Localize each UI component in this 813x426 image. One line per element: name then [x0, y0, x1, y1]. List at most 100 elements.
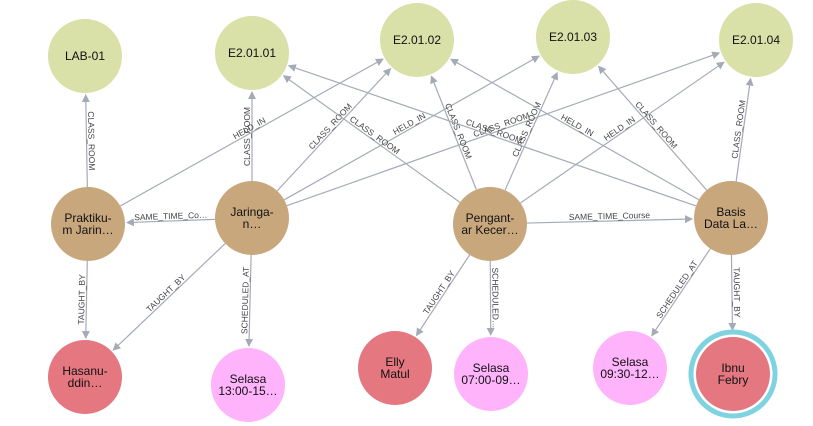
edge-label: CLASS_ROOM — [633, 99, 679, 150]
node-label: Ibnu — [721, 361, 744, 375]
node-label: Praktiku- — [64, 211, 111, 225]
edge-line[interactable] — [245, 254, 254, 348]
edge-pengantar-elly[interactable]: TAUGHT_BY — [415, 254, 471, 337]
edge-label: HELD_IN — [602, 114, 637, 143]
edge-line[interactable] — [520, 61, 725, 204]
edge-label: SCHEDULED_AT — [239, 267, 251, 335]
node-e20101[interactable]: E2.01.01 — [215, 16, 289, 90]
node-label: m Jarin… — [62, 223, 113, 237]
node-e20104[interactable]: E2.01.04 — [719, 3, 793, 77]
node-jaringan[interactable]: Jaringa-n… — [215, 181, 289, 255]
node-pengantar[interactable]: Pengant-ar Kecer… — [453, 187, 527, 261]
node-circle[interactable] — [51, 187, 125, 261]
node-label: Matul — [380, 367, 409, 381]
node-selasa0930[interactable]: Selasa09:30-12… — [593, 331, 667, 405]
node-label: LAB-01 — [65, 49, 105, 63]
node-circle[interactable] — [380, 3, 454, 77]
node-praktikum[interactable]: Praktiku-m Jarin… — [51, 187, 125, 261]
node-circle[interactable] — [215, 16, 289, 90]
node-label: E2.01.02 — [393, 33, 441, 47]
node-circle[interactable] — [694, 181, 768, 255]
node-e20103[interactable]: E2.01.03 — [536, 0, 610, 74]
edge-line[interactable] — [450, 58, 700, 201]
node-circle[interactable] — [48, 340, 122, 414]
node-label: 07:00-09… — [461, 373, 520, 387]
node-circle[interactable] — [593, 331, 667, 405]
edge-label: CLASS_ROOM — [86, 111, 97, 170]
node-label: Jaringa- — [230, 205, 273, 219]
edge-praktikum-lab01[interactable]: CLASS_ROOM — [81, 93, 97, 188]
node-label: Pengant- — [466, 211, 515, 225]
edge-line[interactable] — [504, 71, 558, 191]
edge-basisdata-e20104[interactable]: CLASS_ROOM — [729, 77, 754, 182]
edge-basisdata-e20101[interactable]: CLASS_ROOM — [287, 64, 697, 207]
edge-label: TAUGHT_BY — [144, 272, 188, 314]
edge-jaringan-selasa1300[interactable]: SCHEDULED_AT — [239, 254, 254, 348]
selection-ring — [688, 329, 778, 419]
node-label: Elly — [385, 355, 404, 369]
node-label: 09:30-12… — [600, 367, 659, 381]
edge-line[interactable] — [415, 254, 471, 337]
edge-line[interactable] — [430, 75, 477, 190]
edge-basisdata-ibnu[interactable]: TAUGHT_BY — [728, 254, 743, 332]
edge-line[interactable] — [735, 77, 754, 182]
edge-jaringan-praktikum[interactable]: SAME_TIME_Co… — [125, 210, 216, 227]
node-hasanuddin[interactable]: Hasanu-ddin… — [48, 340, 122, 414]
edge-line[interactable] — [597, 65, 708, 191]
edge-label: CLASS_ROOM — [348, 114, 402, 157]
edge-label: CLASS_ROOM — [242, 107, 252, 166]
edge-line[interactable] — [526, 215, 694, 224]
edge-praktikum-hasanuddin[interactable]: TAUGHT_BY — [76, 260, 90, 340]
edge-line[interactable] — [81, 93, 90, 188]
edge-line[interactable] — [276, 67, 392, 192]
node-label: E2.01.01 — [228, 46, 276, 60]
node-selasa1300[interactable]: Selasa13:00-15… — [211, 348, 285, 422]
node-circle[interactable] — [453, 187, 527, 261]
node-circle[interactable] — [696, 337, 770, 411]
edge-line[interactable] — [282, 75, 461, 203]
edge-pengantar-e20104[interactable]: HELD_IN — [520, 61, 725, 204]
node-circle[interactable] — [358, 331, 432, 405]
edge-label: SAME_TIME_Co… — [134, 210, 208, 223]
node-label: ar Kecer… — [461, 223, 518, 237]
edge-label: CLASS_ROOM — [443, 102, 474, 161]
edge-line[interactable] — [651, 248, 711, 337]
edge-line[interactable] — [112, 243, 226, 351]
node-selasa0700[interactable]: Selasa07:00-09… — [454, 337, 528, 411]
edge-jaringan-e20101[interactable]: CLASS_ROOM — [242, 91, 256, 181]
edge-label: HELD_IN — [391, 110, 427, 136]
edge-line[interactable] — [119, 58, 384, 207]
edge-pengantar-selasa0700[interactable]: SCHEDULED… — [486, 260, 501, 337]
node-lab01[interactable]: LAB-01 — [48, 19, 122, 93]
node-circle[interactable] — [454, 337, 528, 411]
edge-label: TAUGHT_BY — [76, 274, 87, 325]
edge-line[interactable] — [286, 51, 721, 207]
edge-line[interactable] — [287, 64, 697, 207]
node-circle[interactable] — [211, 348, 285, 422]
edges-layer: CLASS_ROOM CLASS_ROOM CLASS_ROOM SAME_TIME_… — [76, 51, 754, 351]
node-label: E2.01.03 — [549, 30, 597, 44]
edge-pengantar-e20102[interactable]: CLASS_ROOM — [430, 75, 477, 190]
node-circle[interactable] — [536, 0, 610, 74]
edge-pengantar-basisdata[interactable]: SAME_TIME_Course — [526, 210, 694, 224]
edge-label: SAME_TIME_Course — [569, 210, 651, 222]
node-label: E2.01.04 — [732, 33, 780, 47]
node-circle[interactable] — [48, 19, 122, 93]
node-circle[interactable] — [719, 3, 793, 77]
node-label: Data La… — [704, 217, 758, 231]
edge-line[interactable] — [81, 260, 90, 340]
edge-line[interactable] — [283, 55, 540, 201]
node-circle[interactable] — [215, 181, 289, 255]
node-e20102[interactable]: E2.01.02 — [380, 3, 454, 77]
edge-label: SCHEDULED… — [490, 267, 500, 328]
edge-jaringan-hasanuddin[interactable]: TAUGHT_BY — [112, 243, 226, 351]
node-label: Selasa — [612, 355, 649, 369]
edge-label: TAUGHT_BY — [732, 267, 743, 318]
edge-basisdata-selasa0930[interactable]: SCHEDULED_AT — [651, 248, 711, 337]
edge-line[interactable] — [125, 218, 216, 227]
edge-line[interactable] — [728, 254, 737, 332]
